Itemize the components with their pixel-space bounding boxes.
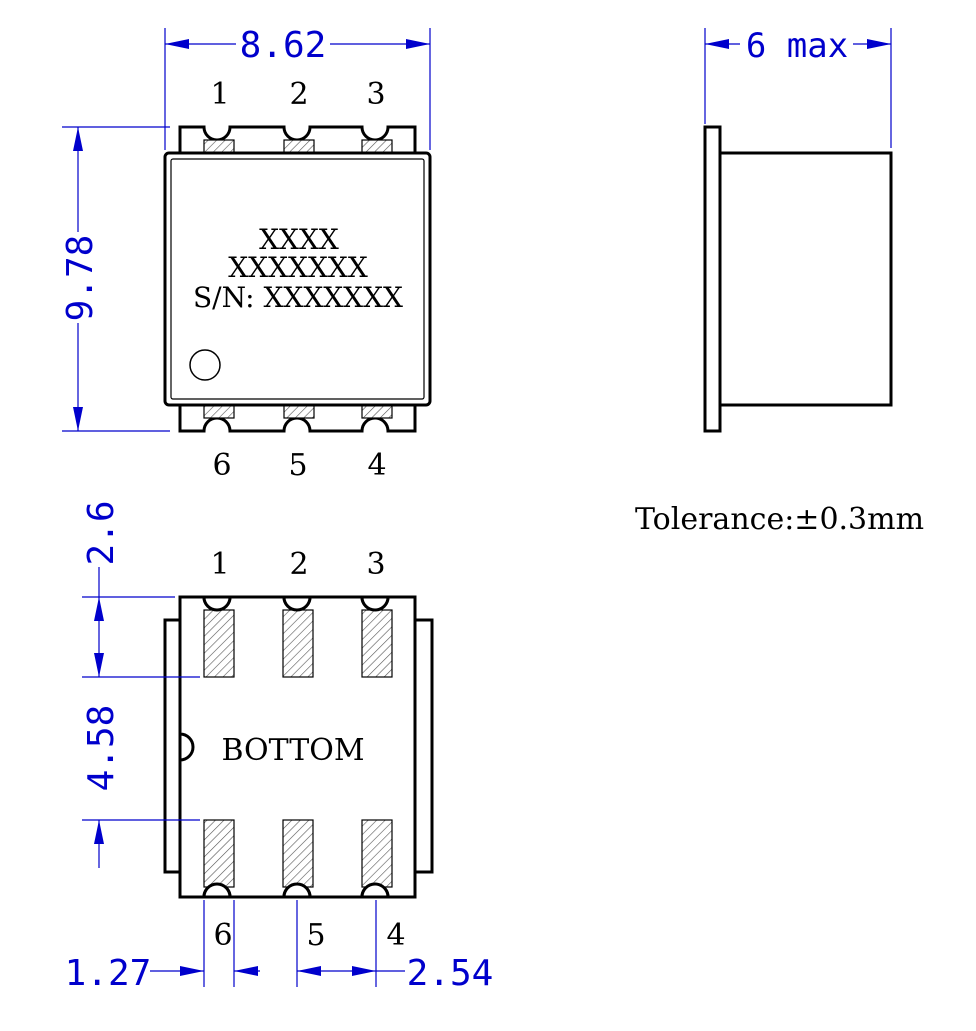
top-view-pin-label-2: 2 (289, 77, 308, 112)
bottom-view-label: BOTTOM (221, 733, 364, 768)
bottom-view-pin-label-4: 4 (386, 918, 405, 953)
tolerance-note: Tolerance:±0.3mm (635, 502, 924, 537)
dim-pin-pitch: 1.27 2.54 (65, 900, 494, 994)
side-view-body (718, 151, 893, 407)
dim-pad-gap: 4.58 (81, 705, 200, 868)
bottom-pad-1 (203, 609, 235, 678)
bottom-pad-2 (282, 609, 314, 678)
side-view-pin-strip (703, 125, 722, 433)
top-pad-1 (203, 139, 235, 154)
top-view-pin-label-3: 3 (366, 77, 385, 112)
dim-width-label: 8.62 (240, 25, 327, 66)
dim-pad-gap-label: 4.58 (81, 705, 122, 792)
bottom-view-right-flange (413, 618, 434, 874)
dim-width: 8.62 (164, 25, 431, 150)
bottom-view-pin-label-5: 5 (306, 918, 325, 953)
top-view-pin-label-5: 5 (288, 448, 307, 483)
dim-pin-pitch-half-label: 1.27 (65, 953, 152, 994)
bottom-pad-4b (361, 819, 393, 888)
bottom-pad-3 (361, 609, 393, 678)
dim-side-thickness-label: 6 max (746, 26, 848, 66)
top-view-pin-label-1: 1 (210, 77, 229, 112)
dim-pad-offset-label: 2.6 (81, 500, 122, 565)
dim-pad-offset: 2.6 (81, 500, 200, 678)
bottom-view-pin-label-6: 6 (213, 918, 232, 953)
top-view-pin-label-4: 4 (367, 448, 386, 483)
bottom-pad-5b (282, 819, 314, 888)
top-pad-2 (283, 139, 315, 154)
dim-height: 9.78 (60, 126, 170, 432)
bottom-pad-6 (203, 404, 235, 419)
dim-pin-pitch-label: 2.54 (407, 953, 494, 994)
pin1-marker-dot (189, 349, 221, 381)
bottom-pad-4 (361, 404, 393, 419)
top-view-pin-label-6: 6 (212, 448, 231, 483)
bottom-pad-6b (203, 819, 235, 888)
dim-side-thickness: 6 max (704, 26, 892, 148)
marking-line-1: XXXX (259, 223, 339, 256)
bottom-view-pin-label-3: 3 (366, 547, 385, 582)
top-pad-3 (361, 139, 393, 154)
dim-height-label: 9.78 (60, 235, 101, 322)
top-view-body (163, 151, 432, 407)
bottom-view: BOTTOM 1 2 3 6 5 4 (163, 547, 434, 953)
bottom-view-pin-label-2: 2 (289, 547, 308, 582)
marking-line-3: S/N: XXXXXXX (193, 281, 403, 314)
bottom-pad-5 (283, 404, 315, 419)
bottom-view-pin-label-1: 1 (210, 547, 229, 582)
top-view-body-inner (170, 158, 425, 400)
bottom-view-left-flange (163, 618, 182, 874)
marking-line-2: XXXXXXX (228, 251, 368, 284)
top-view: XXXX XXXXXXX S/N: XXXXXXX 1 2 3 6 5 4 (163, 77, 432, 483)
side-view (703, 125, 893, 433)
